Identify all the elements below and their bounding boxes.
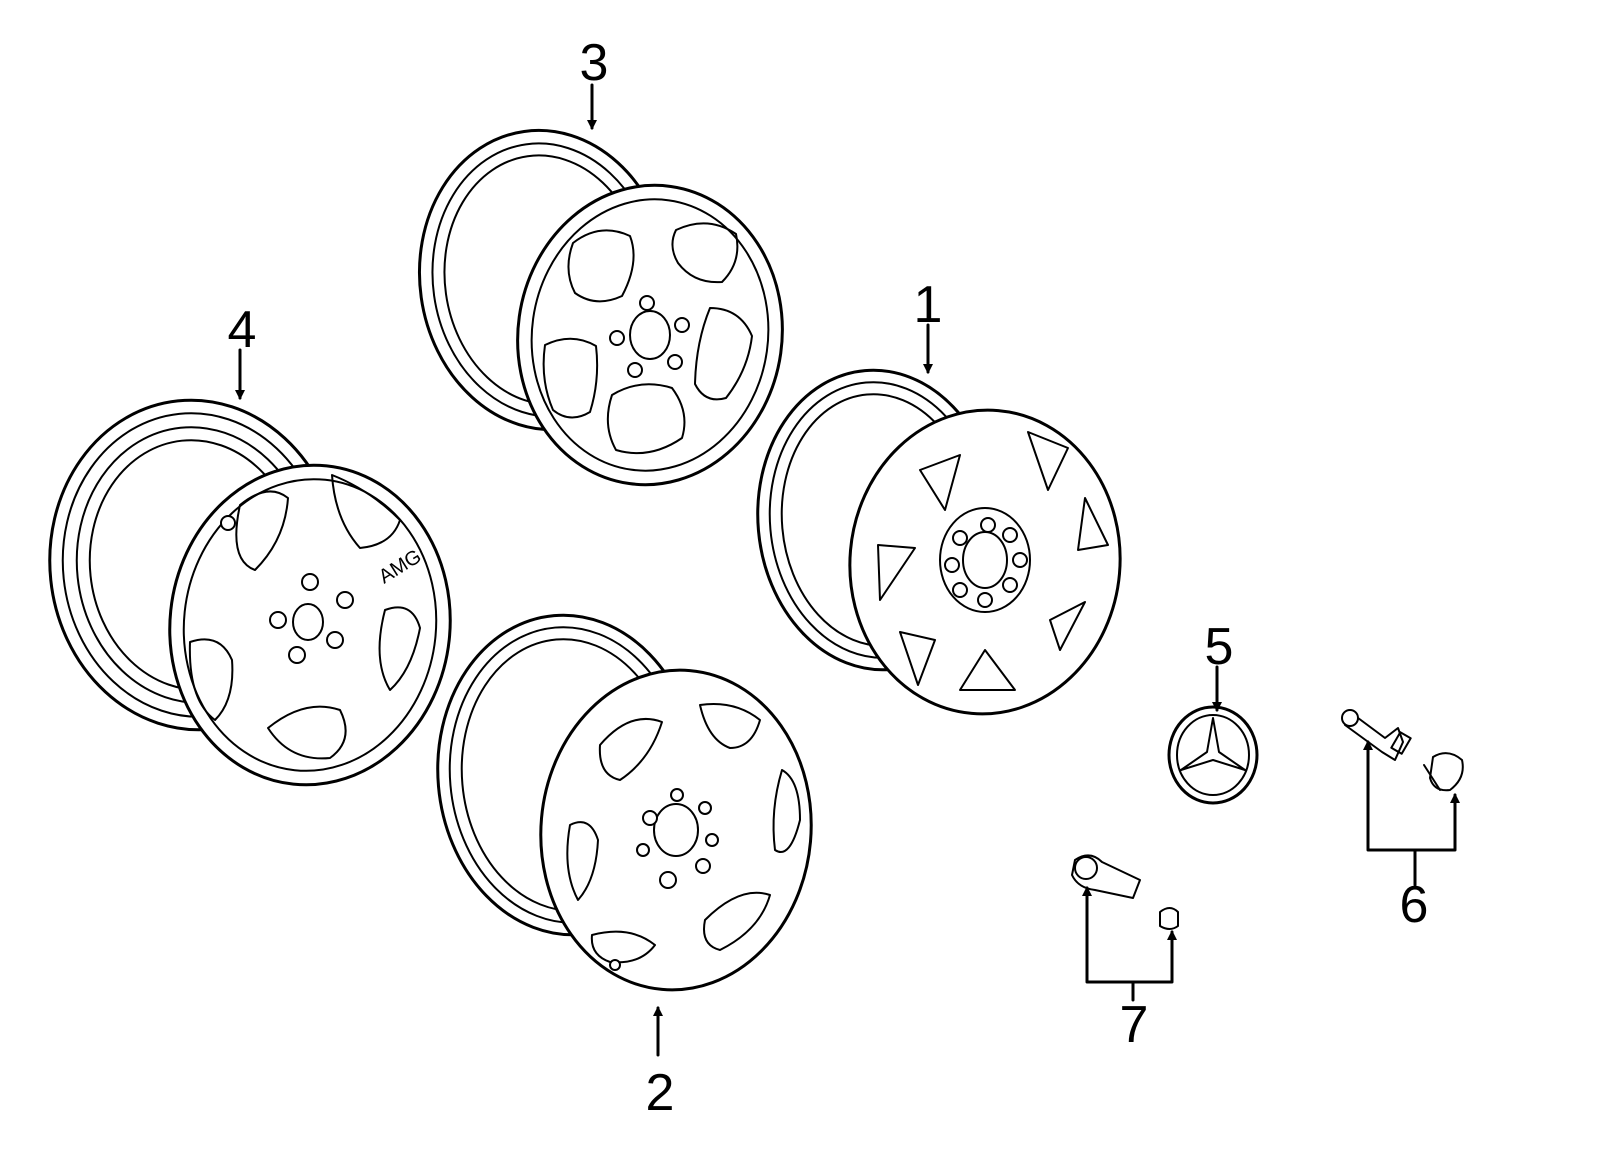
wheel-1-spoke-openings bbox=[877, 431, 1109, 691]
wheel-2-hub bbox=[609, 788, 719, 971]
valve-stem-6 bbox=[1341, 709, 1464, 792]
wheel-4-hub bbox=[220, 515, 354, 664]
callout-6: 6 bbox=[1400, 876, 1429, 934]
center-cap-5 bbox=[1167, 705, 1259, 805]
wheel-3-hub bbox=[609, 295, 690, 378]
wheel-bolt-7 bbox=[1071, 854, 1179, 930]
wheel-2 bbox=[436, 613, 813, 992]
callout-7: 7 bbox=[1120, 996, 1149, 1054]
wheel-1 bbox=[756, 368, 1122, 716]
callout-2: 2 bbox=[646, 1064, 675, 1122]
callout-4: 4 bbox=[228, 301, 257, 359]
callout-1: 1 bbox=[914, 276, 943, 334]
wheel-1-hub bbox=[939, 507, 1031, 613]
wheel-4-spoke-openings bbox=[188, 474, 421, 760]
leader-6b bbox=[1413, 793, 1460, 852]
wheel-3 bbox=[417, 128, 784, 487]
callout-5: 5 bbox=[1205, 618, 1234, 676]
wheel-4: AMG bbox=[48, 398, 452, 787]
leader-7 bbox=[1082, 886, 1135, 1002]
callout-labels: 3 1 4 5 6 7 2 bbox=[228, 34, 1429, 1122]
leader-6 bbox=[1363, 740, 1417, 887]
callout-3: 3 bbox=[580, 34, 609, 92]
wheel-3-spoke-openings bbox=[542, 222, 753, 455]
leader-lines bbox=[235, 83, 1460, 1057]
wheel-2-spoke-openings bbox=[566, 703, 801, 964]
leader-7b bbox=[1131, 930, 1177, 984]
